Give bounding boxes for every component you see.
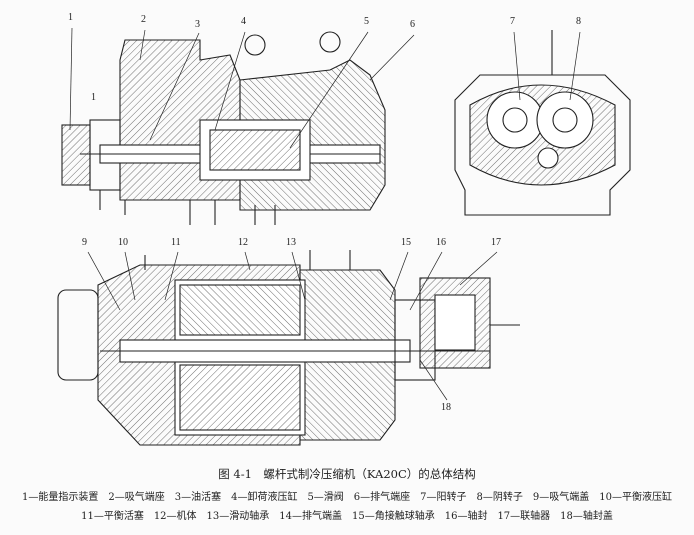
legend-line-2: 11—平衡活塞 12—机体 13—滑动轴承 14—排气端盖 15—角接触球轴承 … bbox=[81, 511, 613, 522]
callout-15: 15 bbox=[401, 237, 411, 248]
legend-line-1: 1—能量指示装置 2—吸气端座 3—油活塞 4—卸荷液压缸 5—滑阀 6—排气端… bbox=[22, 492, 672, 503]
leader-lines bbox=[69, 27, 581, 401]
callout-5: 5 bbox=[364, 16, 369, 27]
callout-6: 6 bbox=[410, 19, 415, 30]
figure-title: 图 4-1 螺杆式制冷压缩机（KA20C）的总体结构 bbox=[218, 467, 476, 481]
callout-13: 13 bbox=[286, 237, 296, 248]
longitudinal-section-view bbox=[57, 250, 520, 446]
side-section-view bbox=[61, 31, 386, 225]
callout-3: 3 bbox=[195, 19, 200, 30]
callout-9: 9 bbox=[82, 237, 87, 248]
callout-10: 10 bbox=[118, 237, 128, 248]
callout-17: 17 bbox=[491, 237, 501, 248]
callout-16: 16 bbox=[436, 237, 446, 248]
callout-11: 11 bbox=[171, 237, 181, 248]
callout-12: 12 bbox=[238, 237, 248, 248]
callout-18: 18 bbox=[441, 402, 451, 413]
callout-4: 4 bbox=[241, 16, 246, 27]
callout-7: 7 bbox=[510, 16, 515, 27]
callout-1b: 1 bbox=[91, 92, 96, 103]
end-section-view bbox=[454, 30, 631, 216]
callout-2: 2 bbox=[141, 14, 146, 25]
callout-1: 1 bbox=[68, 12, 73, 23]
callout-8: 8 bbox=[576, 16, 581, 27]
